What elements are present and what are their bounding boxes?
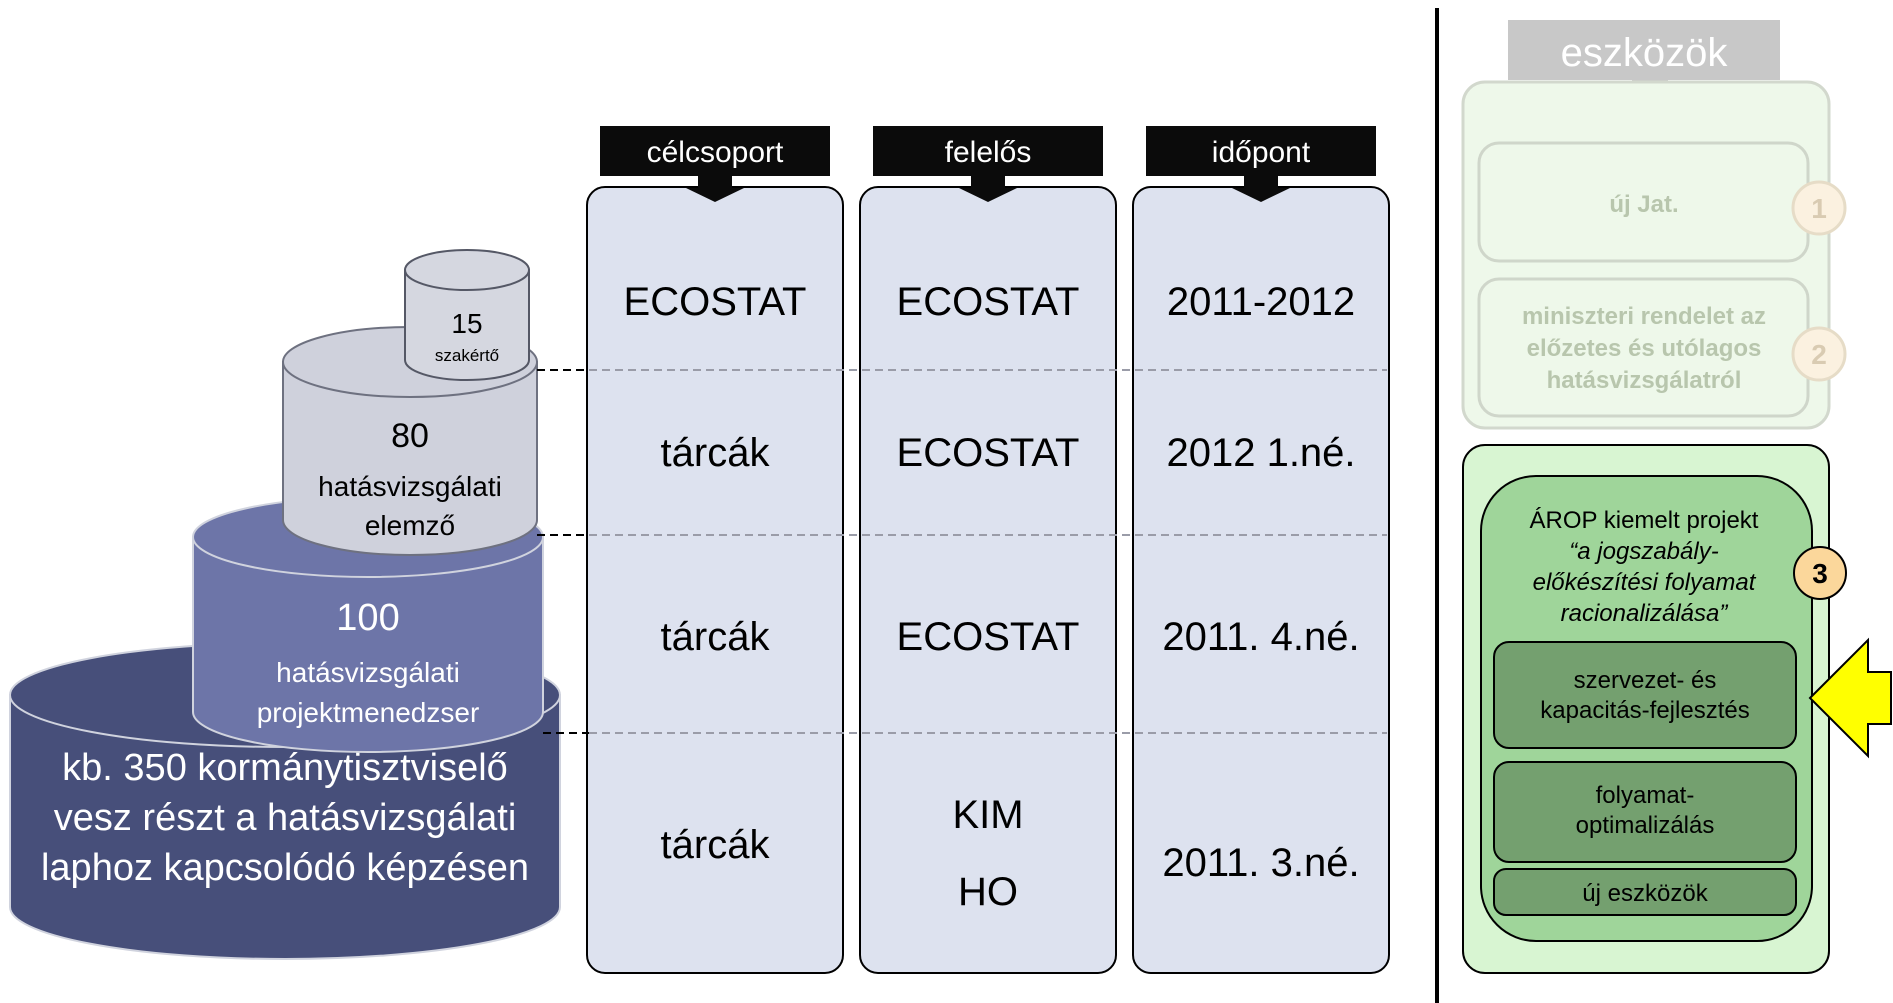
- project-subtitle-2: előkészítési folyamat: [1533, 569, 1757, 596]
- component-2-line-2: optimalizálás: [1576, 812, 1715, 839]
- header-target: célcsoport: [600, 126, 830, 202]
- cell-target-0: ECOSTAT: [624, 280, 807, 324]
- tier-15-number: 15: [451, 308, 482, 339]
- cell-target-2: tárcák: [661, 615, 771, 659]
- cell-target-1: tárcák: [661, 431, 771, 475]
- component-1: szervezet- és kapacitás-fejlesztés: [1493, 641, 1797, 749]
- tool-item-2-badge: 2: [1811, 339, 1827, 370]
- cell-time-0: 2011-2012: [1167, 280, 1355, 324]
- tier-100-number: 100: [336, 597, 399, 639]
- project-subtitle-1: “a jogszabály-: [1569, 538, 1718, 565]
- header-target-label: célcsoport: [647, 136, 784, 169]
- tools-title: eszközök: [1561, 31, 1729, 75]
- header-responsible: felelős: [873, 126, 1103, 202]
- tool-item-2-line-1: miniszteri rendelet az: [1522, 303, 1766, 330]
- cell-responsible-0: ECOSTAT: [897, 280, 1080, 324]
- tier-350-line-3: laphoz kapcsolódó képzésen: [41, 847, 529, 889]
- cell-responsible-1: ECOSTAT: [897, 431, 1080, 475]
- project-badge-number: 3: [1812, 558, 1828, 589]
- tier-80-line-2: elemző: [365, 510, 455, 541]
- tier-100-line-2: projektmenedzser: [257, 697, 480, 728]
- component-1-line-2: kapacitás-fejlesztés: [1540, 697, 1749, 724]
- project-badge: 3: [1793, 546, 1847, 600]
- tools-header: eszközök: [1508, 20, 1780, 112]
- row-separators-left: [537, 369, 589, 734]
- tier-80-number: 80: [391, 417, 429, 455]
- cell-time-1: 2012 1.né.: [1166, 431, 1355, 475]
- cell-time-3: 2011. 3.né.: [1162, 841, 1359, 885]
- tool-item-2-line-3: hatásvizsgálatról: [1547, 367, 1742, 394]
- tier-350-line-2: vesz részt a hatásvizsgálati: [54, 797, 517, 839]
- component-3-label: új eszközök: [1582, 880, 1708, 907]
- tool-item-2: miniszteri rendelet az előzetes és utóla…: [1477, 277, 1847, 418]
- tier-350-cylinder: kb. 350 kormánytisztviselő vesz részt a …: [9, 642, 561, 960]
- cell-responsible-3b: HO: [958, 870, 1018, 914]
- row-separators-columns: [589, 369, 1387, 734]
- tier-80-line-1: hatásvizsgálati: [318, 471, 502, 502]
- tool-item-2-line-2: előzetes és utólagos: [1527, 335, 1762, 362]
- cell-target-3: tárcák: [661, 823, 771, 867]
- tier-350-line-1: kb. 350 kormánytisztviselő: [62, 747, 508, 789]
- tier-15-label: szakértő: [435, 346, 499, 365]
- highlight-arrow-icon: [1808, 637, 1892, 759]
- component-1-line-1: szervezet- és: [1574, 667, 1717, 694]
- project-subtitle-3: racionalizálása”: [1561, 600, 1729, 627]
- component-2-line-1: folyamat-: [1596, 782, 1695, 809]
- component-2: folyamat- optimalizálás: [1493, 761, 1797, 863]
- tool-item-1: új Jat. 1: [1477, 141, 1847, 263]
- cell-time-2: 2011. 4.né.: [1162, 615, 1359, 659]
- tool-item-1-label: új Jat.: [1609, 191, 1678, 218]
- cell-responsible-2: ECOSTAT: [897, 615, 1080, 659]
- cell-responsible-3a: KIM: [952, 793, 1023, 837]
- tier-100-line-1: hatásvizsgálati: [276, 657, 460, 688]
- header-time: időpont: [1146, 126, 1376, 202]
- tool-item-1-badge: 1: [1811, 193, 1827, 224]
- header-responsible-label: felelős: [945, 136, 1032, 169]
- tier-15-cylinder: 15 szakértő: [404, 249, 530, 381]
- header-time-label: időpont: [1212, 136, 1311, 169]
- component-3: új eszközök: [1493, 868, 1797, 916]
- project-title: ÁROP kiemelt projekt: [1530, 507, 1759, 534]
